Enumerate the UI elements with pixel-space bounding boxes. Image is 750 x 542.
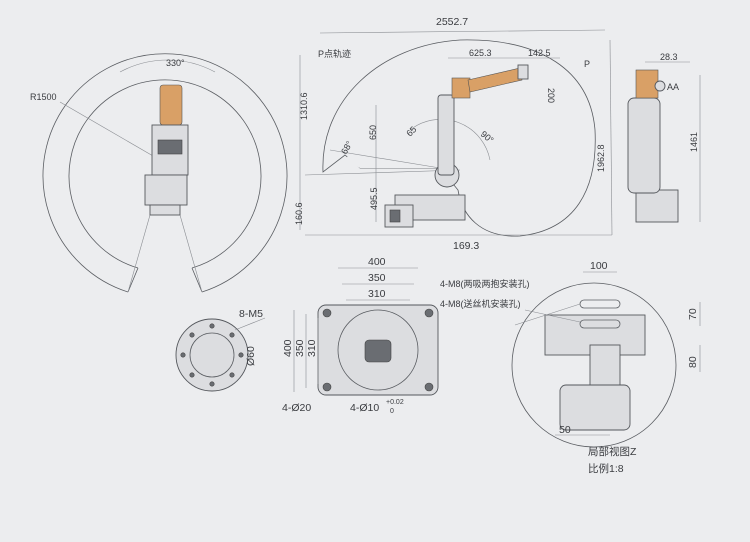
top-view-workspace: 330° R1500 bbox=[30, 53, 288, 293]
detail-dim-100: 100 bbox=[590, 260, 608, 272]
inner-reach-arc bbox=[68, 79, 262, 269]
tolerance-upper: +0.02 bbox=[386, 399, 404, 406]
base-height-400: 400 bbox=[282, 339, 294, 357]
outer-reach-arc bbox=[42, 53, 288, 293]
radius-leader bbox=[59, 101, 161, 161]
dim-200: 200 bbox=[546, 88, 556, 103]
side-view-workspace: 2552.7 P点轨迹 625.3 142.5 P 200 1310.6 650… bbox=[294, 16, 613, 252]
base-width-350: 350 bbox=[368, 272, 386, 284]
base-width-310: 310 bbox=[368, 288, 386, 300]
angle-65: 65 bbox=[404, 124, 418, 138]
dim-160: 160.6 bbox=[294, 202, 304, 225]
detail-dim-50: 50 bbox=[559, 424, 571, 436]
flange-view: 8-M5 Ø60 bbox=[175, 308, 266, 392]
base-width-400: 400 bbox=[368, 256, 386, 268]
reach-envelope bbox=[322, 39, 596, 237]
detail-dim-70: 70 bbox=[687, 308, 699, 320]
callout-suction-mount-holes: 4-M8(两吸两抱安装孔) bbox=[440, 278, 530, 289]
dim-1310: 1310.6 bbox=[299, 92, 309, 120]
base-view: 400 350 310 400 350 310 4-Ø20 4-Ø10 +0.0… bbox=[282, 256, 439, 415]
flange-bolt-holes bbox=[180, 323, 244, 387]
dim-142: 142.5 bbox=[528, 48, 551, 58]
dim-1461: 1461 bbox=[689, 132, 699, 152]
detail-view-z: 4-M8(两吸两抱安装孔) 4-M8(送丝机安装孔) 100 70 80 50 … bbox=[440, 260, 701, 475]
dim-495: 495.5 bbox=[369, 187, 379, 210]
flange-holes-label: 8-M5 bbox=[239, 308, 263, 320]
dim-total-width: 2552.7 bbox=[436, 16, 468, 28]
robot-side-silhouette bbox=[384, 64, 529, 228]
callout-wire-feeder-holes: 4-M8(送丝机安装孔) bbox=[440, 298, 521, 309]
tolerance-lower: 0 bbox=[390, 408, 394, 415]
base-holes-20: 4-Ø20 bbox=[282, 402, 311, 414]
dim-625: 625.3 bbox=[469, 48, 492, 58]
trajectory-label: P点轨迹 bbox=[318, 48, 351, 59]
base-height-350: 350 bbox=[294, 339, 306, 357]
dim-169: 169.3 bbox=[453, 240, 479, 252]
rotation-angle-label: 330° bbox=[166, 58, 185, 68]
base-height-310: 310 bbox=[306, 339, 318, 357]
dim-28: 28.3 bbox=[660, 52, 678, 62]
detail-view-title: 局部视图Z bbox=[588, 445, 637, 458]
front-view: 28.3 AA 1461 bbox=[627, 52, 701, 223]
dim-1962: 1962.8 bbox=[596, 144, 606, 172]
base-holes-10: 4-Ø10 bbox=[350, 402, 379, 414]
angle-90: 90° bbox=[479, 129, 496, 146]
section-aa-label: AA bbox=[667, 82, 679, 92]
point-p-label: P bbox=[584, 59, 590, 69]
robot-top-silhouette bbox=[144, 84, 189, 216]
dim-650: 650 bbox=[368, 125, 378, 140]
detail-dim-80: 80 bbox=[687, 356, 699, 368]
detail-view-scale: 比例1:8 bbox=[588, 462, 624, 475]
radius-label: R1500 bbox=[30, 92, 57, 102]
flange-diameter-label: Ø60 bbox=[245, 346, 257, 366]
